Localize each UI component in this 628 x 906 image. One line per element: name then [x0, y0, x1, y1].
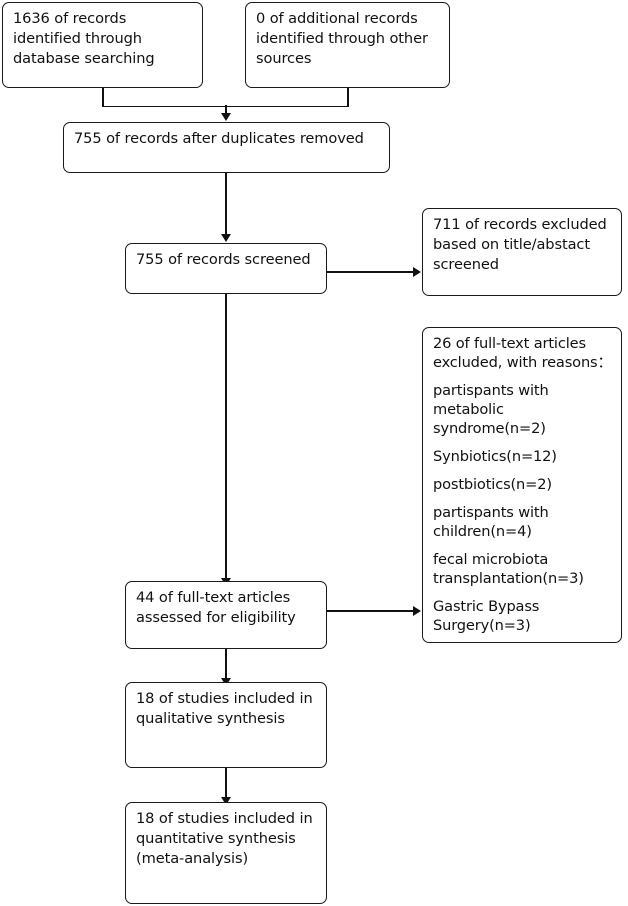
connector-line [327, 271, 415, 273]
node-fulltext-exclusions: 26 of full-text articles excluded, with … [422, 327, 622, 643]
arrow-down-icon [221, 234, 231, 242]
connector-line [347, 88, 349, 107]
exclusion-reason: partispants with children(n=4) [433, 503, 549, 540]
exclusion-reason: fecal microbiota transplantation(n=3) [433, 550, 584, 587]
connector-line [225, 768, 227, 800]
exclusion-reason: partispants with metabolic syndrome(n=2) [433, 381, 549, 437]
node-records-excluded: 711 of records excluded based on title/a… [422, 208, 622, 296]
node-included-quantitative: 18 of studies included in quantitative s… [125, 802, 327, 904]
arrow-down-icon [221, 113, 231, 121]
connector-line [225, 649, 227, 680]
connector-line [225, 173, 227, 235]
connector-line [225, 105, 227, 115]
node-fulltext-assessed: 44 of full-text articles assessed for el… [125, 581, 327, 649]
node-included-qualitative: 18 of studies included in qualitative sy… [125, 682, 327, 768]
arrow-right-icon [413, 606, 421, 616]
arrow-down-icon [221, 797, 231, 805]
arrow-right-icon [413, 267, 421, 277]
node-duplicates-removed: 755 of records after duplicates removed [63, 122, 390, 173]
connector-line [225, 294, 227, 580]
exclusion-reason: Gastric Bypass Surgery(n=3) [433, 597, 540, 634]
connector-line [327, 610, 415, 612]
connector-line [102, 88, 104, 107]
exclusion-reason: postbiotics(n=2) [433, 475, 552, 493]
exclusion-reason: Synbiotics(n=12) [433, 447, 557, 465]
node-identification-other: 0 of additional records identified throu… [245, 2, 450, 88]
node-identification-database: 1636 of records identified through datab… [2, 2, 203, 88]
node-records-screened: 755 of records screened [125, 243, 327, 294]
exclusions-heading: 26 of full-text articles excluded, with … [433, 335, 612, 371]
